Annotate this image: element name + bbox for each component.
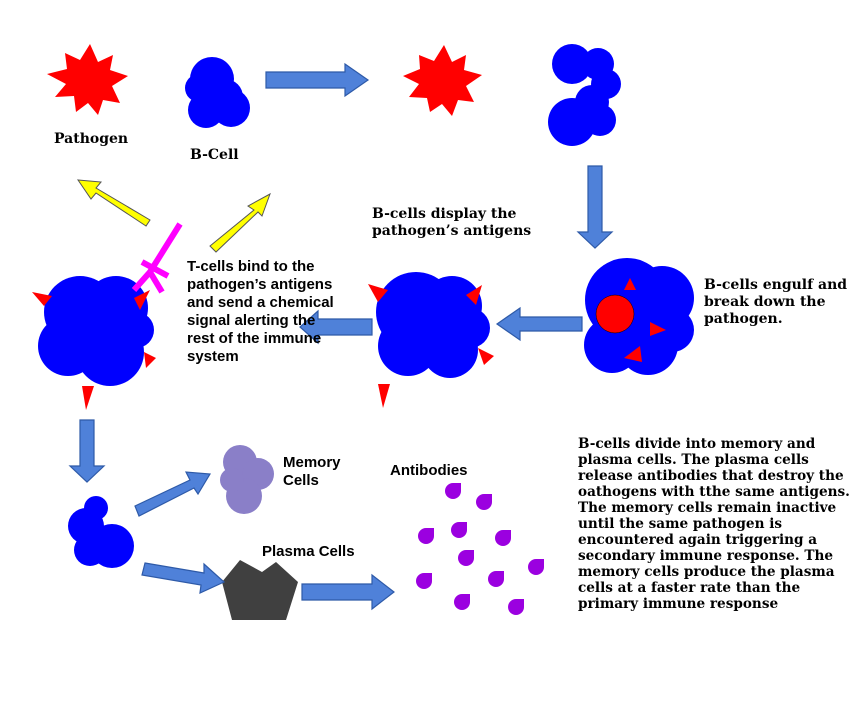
- arrow-down-left: [68, 419, 106, 483]
- b-cell-displaying-antigens: [368, 272, 494, 408]
- pathogen-label: Pathogen: [54, 131, 129, 147]
- antibody: [454, 594, 470, 610]
- antibody: [458, 550, 474, 566]
- antibody: [451, 522, 467, 538]
- flow-arrows: [68, 62, 614, 611]
- pathogen-star: [47, 44, 128, 115]
- antigen: [466, 285, 482, 305]
- antibody: [508, 599, 524, 615]
- antibody: [445, 483, 461, 499]
- arrow-to-plasma: [141, 562, 226, 594]
- plasma-cell: [222, 560, 298, 620]
- antibodies-label: Antibodies: [390, 462, 468, 479]
- memory-cell: [220, 445, 274, 514]
- b-cell-resting: [185, 57, 250, 128]
- plasma-cells-label: Plasma Cells: [262, 543, 355, 560]
- antibody: [476, 494, 492, 510]
- b-cells-display-label: B-cells display the pathogen’s antigens: [372, 206, 532, 239]
- memory-cells-label: Memory Cells: [283, 454, 341, 489]
- antibody: [495, 530, 511, 546]
- arrow-right-top: [265, 62, 370, 98]
- arrow-down-right: [576, 165, 614, 249]
- antigen: [624, 278, 636, 290]
- arrow-left-to-display: [495, 306, 583, 342]
- arrow-left-to-tcell: [299, 309, 373, 345]
- arrow-to-antibodies: [301, 573, 395, 611]
- antigen: [134, 290, 150, 310]
- antigen: [144, 352, 156, 368]
- antibodies: [416, 483, 544, 615]
- antigen: [32, 292, 52, 306]
- antigen: [368, 284, 388, 302]
- antigen: [624, 346, 642, 362]
- t-cells-bind-label: T-cells bind to the pathogen’s antigens …: [187, 258, 334, 365]
- antigen: [650, 322, 666, 336]
- antibody: [528, 559, 544, 575]
- antibody: [488, 571, 504, 587]
- signal-arrows: [76, 179, 271, 253]
- ingested-pathogen: [595, 294, 635, 334]
- antigen: [478, 348, 494, 365]
- description-text: B-cells divide into memory and plasma ce…: [578, 436, 850, 612]
- antibody: [416, 573, 432, 589]
- arrow-to-bcell: [209, 192, 271, 253]
- b-cell-dividing: [68, 496, 134, 568]
- t-cell-receptor: [131, 222, 183, 294]
- antigen: [82, 386, 94, 410]
- antigen: [378, 384, 390, 408]
- arrow-to-memory: [134, 471, 212, 517]
- arrow-to-pathogen: [76, 179, 151, 227]
- b-cell-digesting: [584, 258, 694, 375]
- b-cell-with-t-cell: [32, 222, 183, 410]
- b-cells-engulf-label: B-cells engulf and break down the pathog…: [704, 277, 848, 327]
- antibody: [418, 528, 434, 544]
- pathogen-star-2: [403, 45, 482, 116]
- b-cell-engulfing: [548, 44, 621, 146]
- b-cell-label: B-Cell: [190, 147, 239, 163]
